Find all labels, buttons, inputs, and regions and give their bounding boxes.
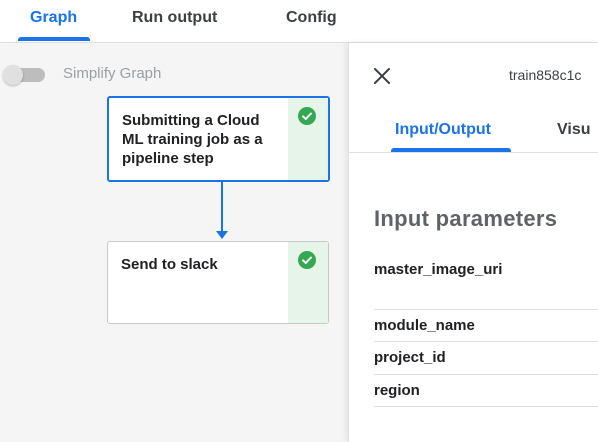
node-label: Submitting a Cloud ML training job as a … — [122, 112, 263, 167]
section-title: Input parameters — [374, 206, 558, 231]
param-name: module_name — [374, 317, 475, 334]
tab-run-output[interactable]: Run output — [132, 9, 218, 26]
graph-edge — [221, 182, 223, 232]
close-icon[interactable] — [373, 67, 391, 85]
node-status-area — [288, 98, 328, 180]
param-divider — [374, 309, 598, 310]
param-name: region — [374, 382, 420, 399]
node-details-panel: train858c1c Input/Output Visu Input para… — [348, 43, 598, 442]
graph-canvas: Simplify Graph Submitting a Cloud ML tra… — [0, 43, 348, 442]
pipeline-node-training-job[interactable]: Submitting a Cloud ML training job as a … — [107, 96, 330, 182]
tab-input-output[interactable]: Input/Output — [395, 121, 491, 138]
success-check-icon — [298, 251, 316, 269]
param-divider — [374, 406, 598, 407]
param-divider — [374, 341, 598, 342]
top-tab-bar: Graph Run output Config — [0, 0, 598, 43]
tab-visualizations[interactable]: Visu — [557, 121, 591, 138]
toggle-thumb — [3, 65, 23, 85]
active-panel-tab-indicator — [391, 148, 511, 152]
simplify-graph-toggle[interactable] — [3, 65, 47, 85]
success-check-icon — [298, 107, 316, 125]
edge-arrowhead — [216, 231, 228, 239]
tab-config[interactable]: Config — [286, 9, 337, 26]
pipeline-node-send-to-slack[interactable]: Send to slack — [107, 241, 329, 324]
param-name: master_image_uri — [374, 261, 503, 278]
param-divider — [374, 374, 598, 375]
active-tab-indicator — [18, 37, 90, 41]
node-status-area — [288, 242, 328, 323]
run-name: train858c1c — [509, 67, 582, 83]
tab-graph[interactable]: Graph — [30, 9, 78, 26]
simplify-graph-label: Simplify Graph — [63, 65, 162, 82]
param-name: project_id — [374, 349, 446, 366]
panel-tabs-divider — [349, 152, 598, 153]
node-label: Send to slack — [121, 256, 218, 273]
